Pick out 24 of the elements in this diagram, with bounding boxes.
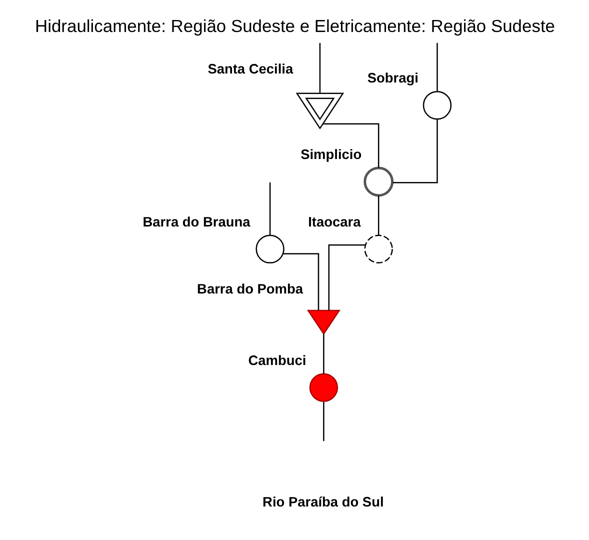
connector [322,334,324,374]
node-label: Santa Cecilia [207,62,293,77]
connector [268,182,270,236]
connector [282,253,319,310]
node-circle [363,166,394,197]
connector [318,42,320,93]
node-circle [422,90,452,120]
node-label: Itaocara [308,214,360,230]
node-circle [255,234,284,264]
connector [322,402,324,442]
connector [377,196,379,236]
node-circle [364,234,392,264]
diagram-title: Hidraulicamente: Região Sudeste e Eletricamente: Região Sudeste [34,16,555,36]
connector [322,123,379,168]
connector [392,119,438,184]
node-label: Barra do Pomba [196,282,303,297]
connector [436,42,438,92]
label: Rio Paraíba do Sul [262,494,384,510]
node-circle [308,373,338,402]
node-label: Cambuci [248,352,306,368]
node-label: Sobragi [366,70,418,86]
node-label: Barra do Brauna [142,214,250,230]
connector [328,244,365,310]
node-label: Simplicio [300,146,362,162]
